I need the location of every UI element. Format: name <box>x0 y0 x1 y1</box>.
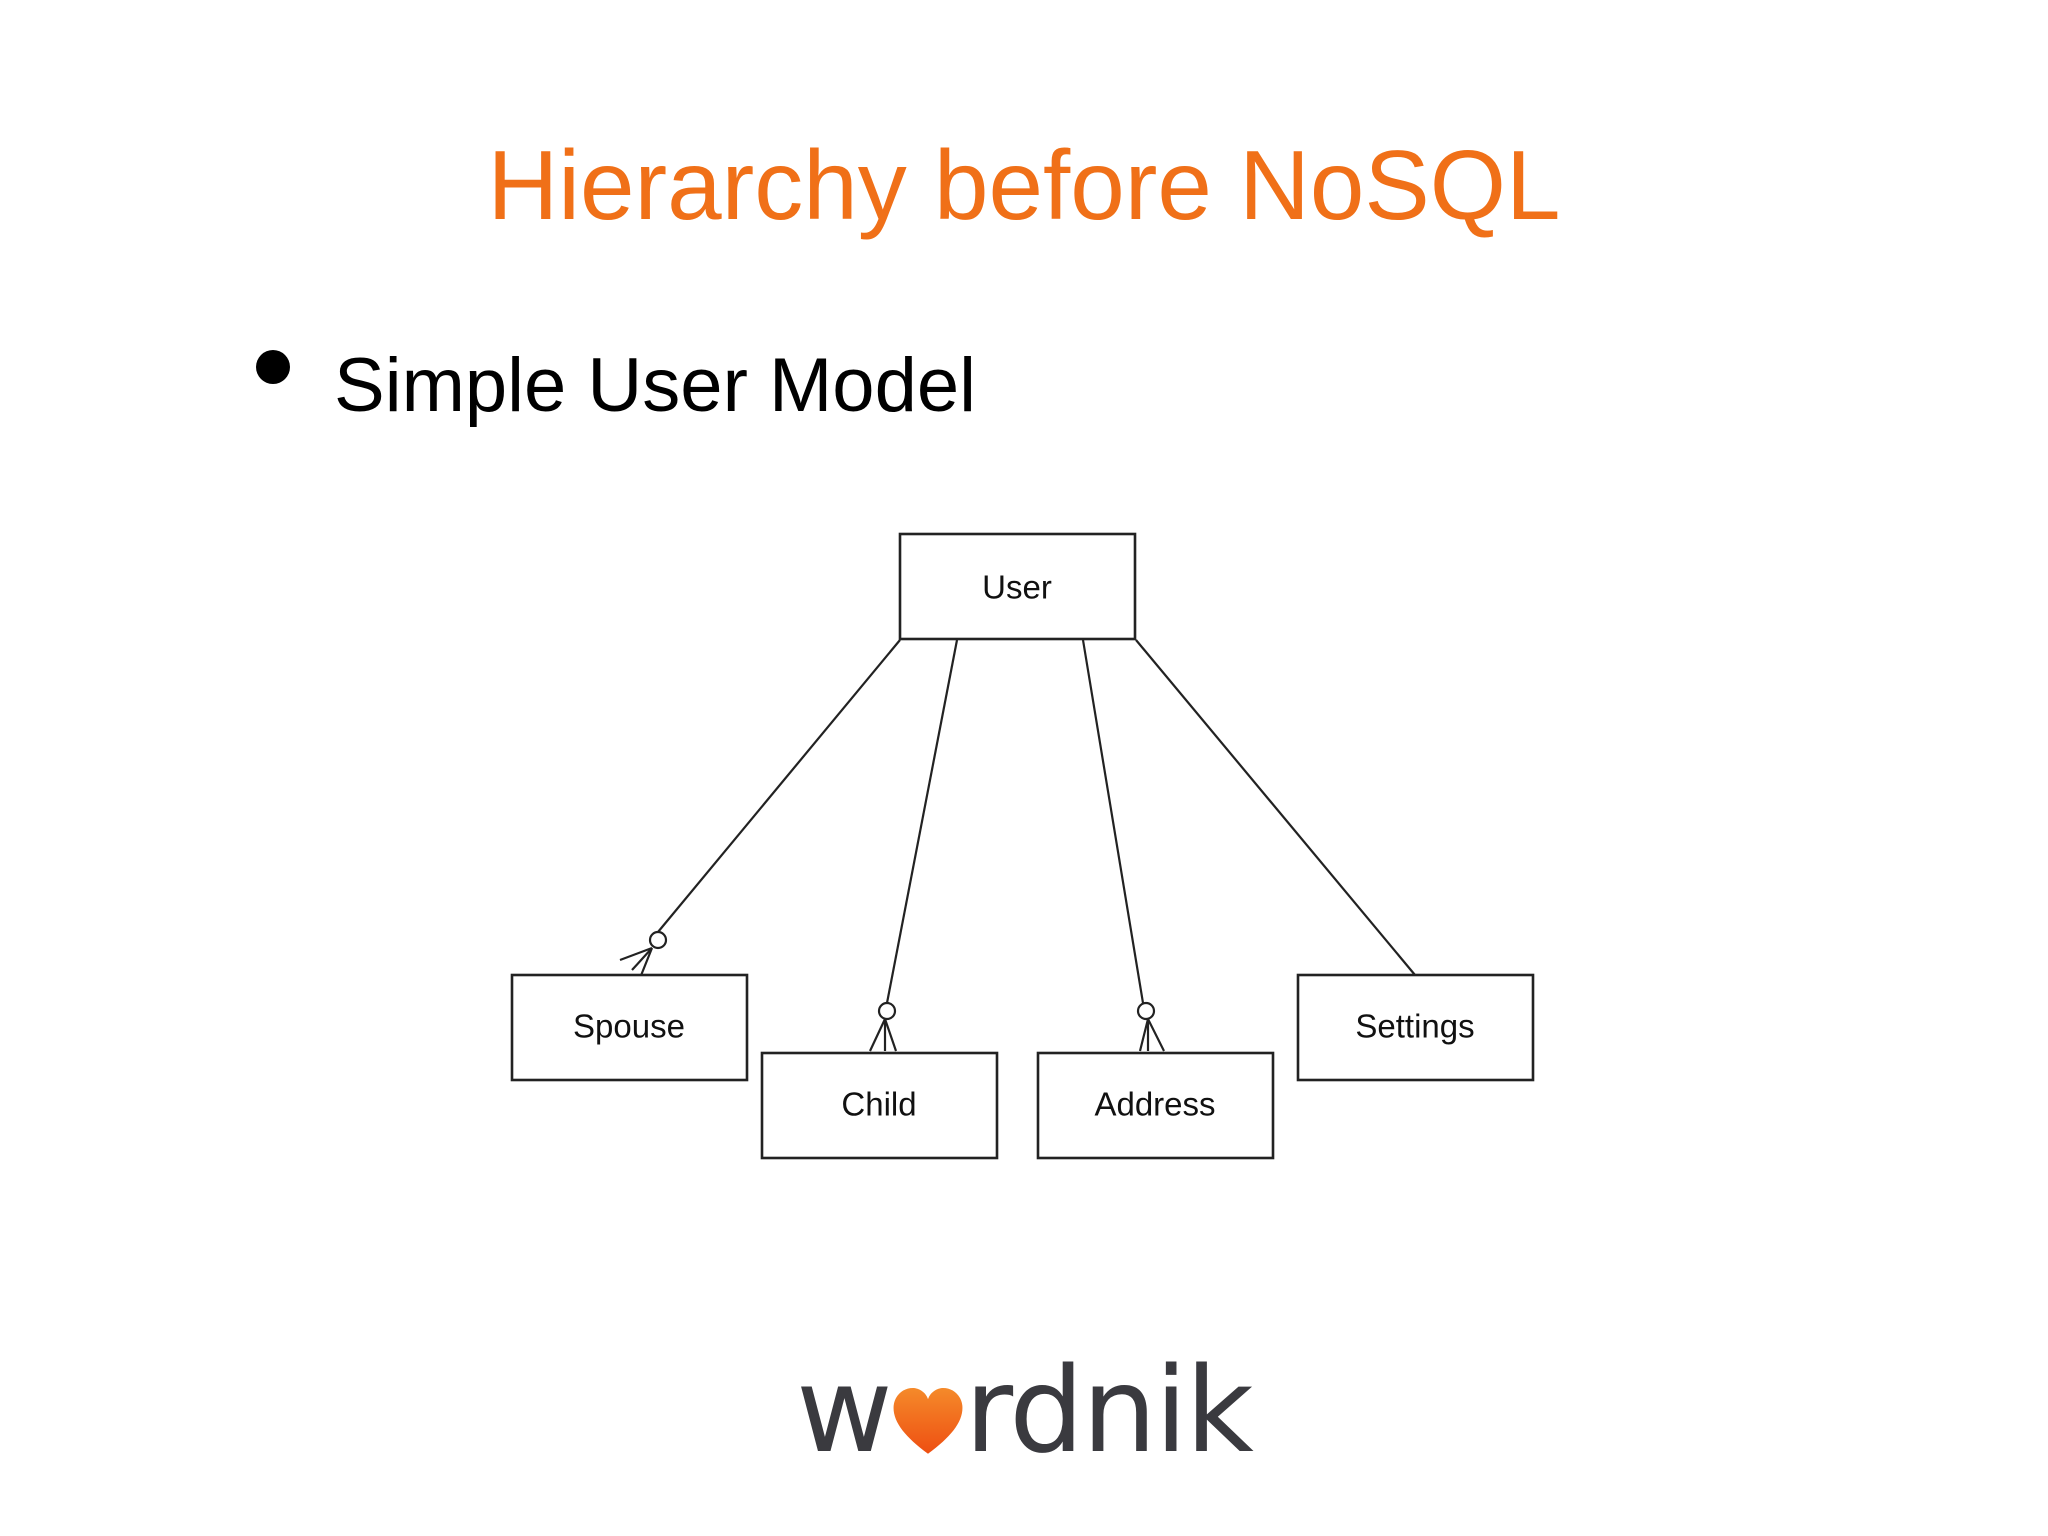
child-entity-label: Child <box>841 1086 916 1123</box>
address-entity-label: Address <box>1094 1086 1215 1123</box>
spouse-entity-box <box>510 973 749 1082</box>
zero-marker-child <box>877 1001 897 1021</box>
zero-marker-spouse <box>648 930 668 950</box>
relation-line-settings <box>1135 639 1416 976</box>
settings-entity-box <box>1296 973 1535 1082</box>
bullet-text: Simple User Model <box>334 343 976 428</box>
bullet-dot <box>256 350 290 384</box>
bullet-item: Simple User Model <box>256 336 976 446</box>
spouse-entity-label: Spouse <box>573 1008 685 1045</box>
crows-foot-child <box>869 1018 886 1052</box>
user-entity-label: User <box>982 569 1052 606</box>
relation-line-child <box>885 639 959 1004</box>
relation-line-address <box>1081 639 1145 1004</box>
zero-marker-address <box>1136 1001 1156 1021</box>
child-entity-box <box>760 1051 999 1160</box>
crows-foot-spouse <box>631 947 653 971</box>
logo-suffix: rdnik <box>964 1341 1254 1479</box>
logo-wordmark: w rdnik <box>796 1341 1254 1479</box>
settings-entity-label: Settings <box>1355 1008 1474 1045</box>
logo-prefix: w <box>796 1341 893 1479</box>
relation-line-spouse <box>657 639 901 933</box>
heart-icon <box>893 1388 963 1454</box>
slide-title: Hierarchy before NoSQL <box>487 130 1561 240</box>
address-entity-box <box>1036 1051 1275 1160</box>
user-entity-box <box>898 532 1137 641</box>
wordnik-logo: w rdnik <box>0 1340 2048 1480</box>
